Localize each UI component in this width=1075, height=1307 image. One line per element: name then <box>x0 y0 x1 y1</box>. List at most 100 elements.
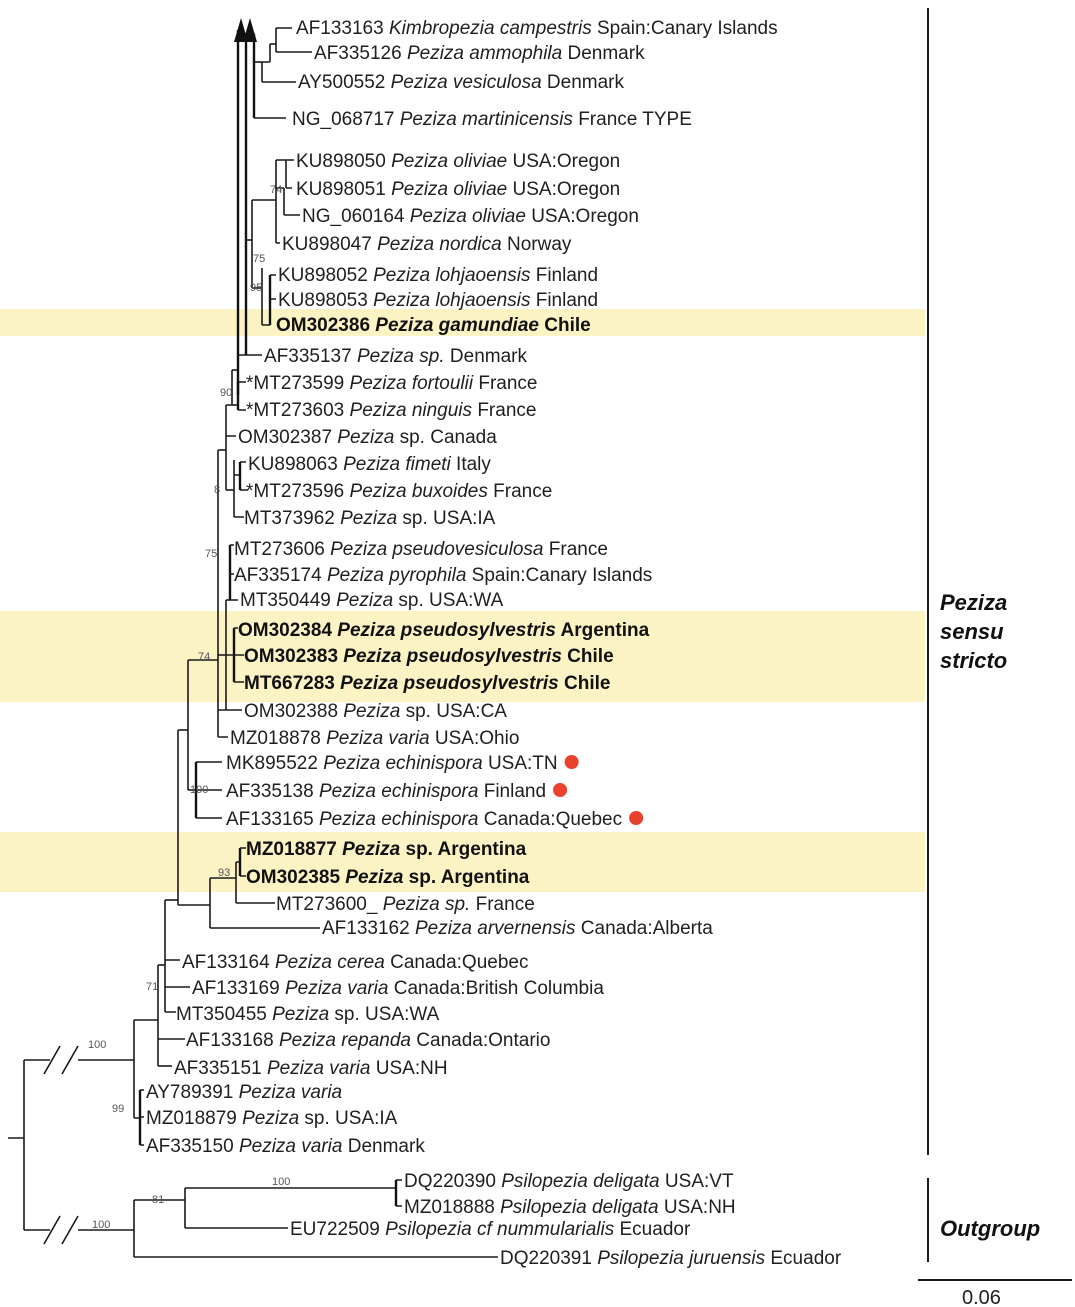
tip-label: MK895522 Peziza echinispora USA:TN <box>226 753 558 774</box>
species-name: Peziza nordica <box>377 234 502 255</box>
accession-number: *MT273596 <box>246 481 344 502</box>
locality: Denmark <box>445 346 528 367</box>
locality: Canada:British Columbia <box>388 978 604 999</box>
locality: Denmark <box>342 1136 425 1157</box>
species-name: Peziza <box>337 427 394 448</box>
tip-label: AF133168 Peziza repanda Canada:Ontario <box>186 1030 550 1051</box>
echinispora-marker-icon <box>564 755 579 769</box>
species-name: Peziza varia <box>285 978 389 999</box>
accession-number: OM302386 <box>276 315 370 336</box>
locality: Spain:Canary Islands <box>466 565 652 586</box>
accession-number: AY500552 <box>298 72 385 93</box>
species-name: Peziza varia <box>239 1136 343 1157</box>
accession-number: KU898063 <box>248 454 338 475</box>
tip-label: OM302387 Peziza sp. Canada <box>238 427 497 448</box>
locality: Denmark <box>562 43 645 64</box>
locality: France TYPE <box>573 109 692 130</box>
locality: USA:IA <box>428 508 496 529</box>
locality: Canada:Quebec <box>385 952 529 973</box>
species-name: Peziza fimeti <box>343 454 451 475</box>
species-name: Peziza repanda <box>279 1030 411 1051</box>
highlight-argentina-sp <box>0 832 925 892</box>
tip-label: MZ018879 Peziza sp. USA:IA <box>146 1108 398 1129</box>
tip-label: AY789391 Peziza varia <box>146 1082 342 1103</box>
support-value: 90 <box>220 387 232 399</box>
species-name: Peziza gamundiae <box>375 315 539 336</box>
support-value: 74 <box>198 651 210 663</box>
tip-label: MT273600_ Peziza sp. France <box>276 894 535 915</box>
accession-number: OM302384 <box>238 620 332 641</box>
tip-label: KU898047 Peziza nordica Norway <box>282 234 572 255</box>
species-name: Peziza echinispora <box>323 753 482 774</box>
accession-number: EU722509 <box>290 1219 380 1240</box>
locality: USA:NH <box>659 1197 736 1218</box>
branches <box>8 18 498 1258</box>
species-name: Peziza fortoulii <box>350 373 474 394</box>
species-name: Peziza ammophila <box>407 43 562 64</box>
support-value: 100 <box>272 1176 290 1188</box>
locality: Chile <box>559 673 611 694</box>
echinispora-marker-icon <box>629 811 644 825</box>
tip-label: AF133169 Peziza varia Canada:British Col… <box>192 978 604 999</box>
locality: Norway <box>502 234 572 255</box>
species-name: Peziza lohjaoensis <box>373 265 531 286</box>
species-name: Peziza echinispora <box>319 781 478 802</box>
species-qualifier: sp. <box>329 1004 360 1025</box>
accession-number: AY789391 <box>146 1082 233 1103</box>
outgroup-label: Outgroup <box>940 1216 1040 1241</box>
highlight-bands <box>0 309 925 892</box>
species-qualifier: sp. <box>299 1108 330 1129</box>
accession-number: MT373962 <box>244 508 335 529</box>
species-name: Psilopezia juruensis <box>597 1248 765 1269</box>
species-name: Peziza varia <box>326 728 430 749</box>
tip-label: NG_060164 Peziza oliviae USA:Oregon <box>302 206 639 227</box>
accession-number: AF133163 <box>296 18 384 39</box>
accession-number: MZ018888 <box>404 1197 495 1218</box>
accession-number: *MT273603 <box>246 400 344 421</box>
species-name: Psilopezia deligata <box>500 1197 658 1218</box>
tip-label: AF335151 Peziza varia USA:NH <box>174 1058 448 1079</box>
accession-number: MT350449 <box>240 590 331 611</box>
species-name: Peziza oliviae <box>391 179 507 200</box>
support-value: 75 <box>253 253 265 265</box>
support-value: 74 <box>270 184 282 196</box>
support-value: 95 <box>250 282 262 294</box>
accession-number: OM302388 <box>244 701 338 722</box>
locality: USA:NH <box>370 1058 447 1079</box>
accession-number: DQ220391 <box>500 1248 592 1269</box>
tip-label: OM302385 Peziza sp. Argentina <box>246 867 530 888</box>
locality: Chile <box>562 646 614 667</box>
locality: USA:TN <box>483 753 558 774</box>
species-name: Peziza echinispora <box>319 809 478 830</box>
accession-number: NG_060164 <box>302 206 405 227</box>
accession-number: AF335137 <box>264 346 352 367</box>
species-qualifier: sp. <box>400 701 431 722</box>
species-name: Peziza ninguis <box>350 400 473 421</box>
accession-number: KU898052 <box>278 265 368 286</box>
accession-number: AF335138 <box>226 781 314 802</box>
locality: Italy <box>451 454 492 475</box>
tip-label: MT667283 Peziza pseudosylvestris Chile <box>244 673 610 694</box>
locality: USA:VT <box>660 1171 734 1192</box>
group-brackets: Peziza sensu stricto Outgroup <box>927 8 1040 1262</box>
species-name: Peziza <box>336 590 393 611</box>
species-name: Peziza vesiculosa <box>391 72 542 93</box>
locality: USA:Ohio <box>430 728 520 749</box>
scale-bar-label: 0.06 <box>962 1287 1001 1307</box>
locality: USA:WA <box>360 1004 440 1025</box>
tip-label: DQ220391 Psilopezia juruensis Ecuador <box>500 1248 842 1269</box>
locality: USA:WA <box>424 590 504 611</box>
locality: Ecuador <box>765 1248 842 1269</box>
locality: France <box>473 373 537 394</box>
tip-label: AF335150 Peziza varia Denmark <box>146 1136 425 1157</box>
accession-number: AF335150 <box>146 1136 234 1157</box>
locality: USA:IA <box>330 1108 398 1129</box>
species-name: Psilopezia deligata <box>501 1171 659 1192</box>
tip-label: KU898050 Peziza oliviae USA:Oregon <box>296 151 620 172</box>
species-name: Peziza sp. <box>383 894 471 915</box>
species-name: Peziza varia <box>267 1058 371 1079</box>
accession-number: KU898047 <box>282 234 372 255</box>
scale-bar: 0.06 <box>918 1279 1072 1307</box>
accession-number: AF133168 <box>186 1030 274 1051</box>
accession-number: KU898051 <box>296 179 386 200</box>
